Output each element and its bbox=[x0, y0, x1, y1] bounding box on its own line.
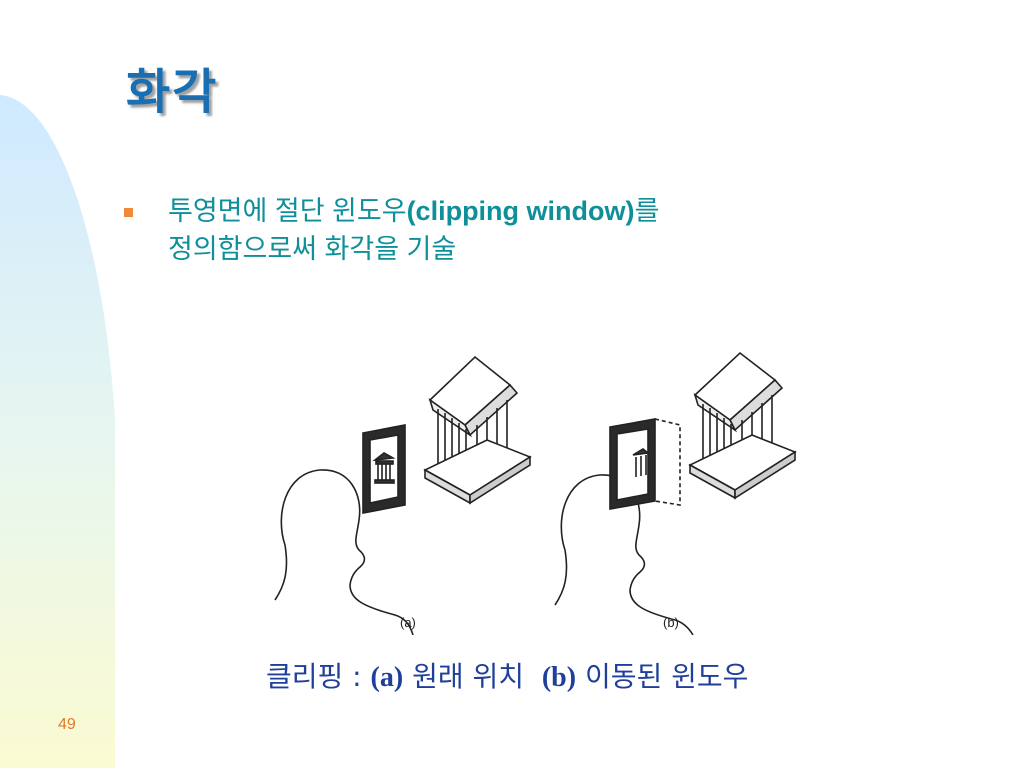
side-gradient-band bbox=[0, 95, 115, 768]
square-bullet-icon bbox=[124, 208, 133, 217]
caption-a-mark: (a) bbox=[370, 662, 404, 693]
caption-prefix: 클리핑 : bbox=[266, 660, 371, 693]
figure-caption: 클리핑 : (a) 원래 위치 (b) 이동된 윈도우 bbox=[266, 655, 748, 695]
bullet-line1-tail: 를 bbox=[634, 196, 660, 226]
clipping-window-icon bbox=[609, 418, 681, 510]
clipping-diagram: (a) (b) bbox=[274, 351, 797, 635]
bullet-line2: 정의함으로써 화각을 기술 bbox=[168, 234, 457, 264]
caption-b-text: 이동된 윈도우 bbox=[576, 660, 749, 693]
caption-a-text: 원래 위치 bbox=[403, 660, 533, 693]
figure-label-a: (a) bbox=[400, 615, 416, 630]
page-number: 49 bbox=[58, 716, 76, 733]
slide-title: 화각 bbox=[126, 64, 219, 120]
bullet-line1-english: (clipping window) bbox=[406, 196, 635, 226]
caption-b-mark: (b) bbox=[541, 662, 577, 693]
temple-building-icon bbox=[688, 351, 797, 500]
figure-label-b: (b) bbox=[663, 615, 679, 630]
person-silhouette-icon bbox=[274, 469, 414, 635]
bullet-list: 투영면에 절단 윈도우(clipping window)를 정의함으로써 화각을… bbox=[124, 192, 884, 268]
temple-building-icon bbox=[423, 355, 532, 505]
bullet-line1-korean: 투영면에 절단 윈도우 bbox=[168, 196, 407, 226]
person-silhouette-icon bbox=[554, 474, 694, 635]
clipping-window-icon bbox=[362, 424, 406, 514]
bullet-item: 투영면에 절단 윈도우(clipping window)를 정의함으로써 화각을… bbox=[168, 192, 884, 268]
